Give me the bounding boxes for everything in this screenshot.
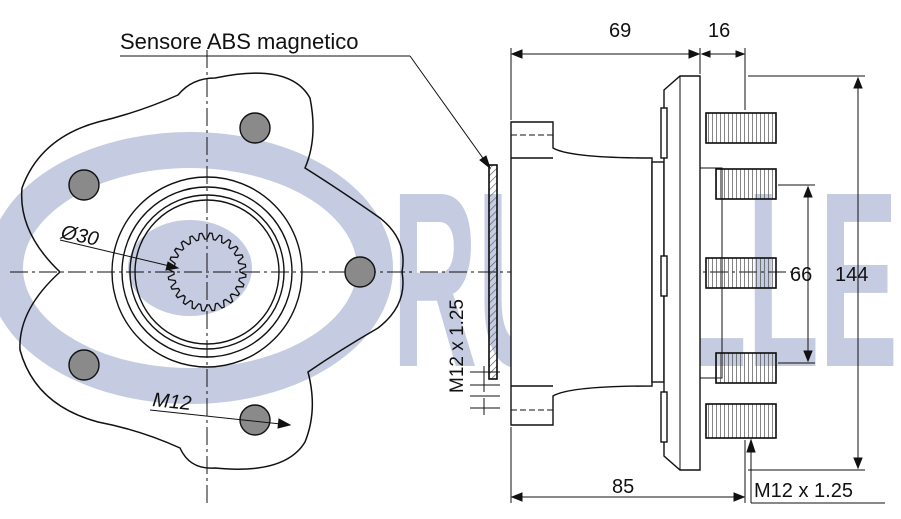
- bolt-hole: [239, 112, 271, 144]
- thread-bottom-label: M12 x 1.25: [754, 480, 853, 502]
- flange-side: [663, 75, 701, 471]
- flange-lug: [660, 255, 668, 297]
- hub-body: [510, 121, 653, 426]
- side-view: [420, 75, 800, 471]
- wheel-stud: [715, 352, 777, 384]
- diameter-label: Ø30: [58, 221, 101, 251]
- front-annotations: [59, 239, 292, 429]
- dim-66-label: 66: [790, 264, 812, 286]
- dim-69-label: 69: [609, 20, 631, 42]
- dim-16-label: 16: [708, 20, 730, 42]
- bolt-thread-arrow: [277, 418, 292, 429]
- bolt-hole: [68, 169, 100, 201]
- flange-outline: [19, 72, 404, 470]
- bolt-hole: [68, 349, 100, 381]
- bolt-thread-leader: [149, 409, 291, 426]
- hub-outer-ring: [111, 176, 303, 368]
- wheel-stud: [705, 112, 777, 144]
- hub-ring-3: [129, 194, 285, 350]
- wheel-studs: [705, 112, 777, 439]
- bolt-hole: [344, 256, 376, 288]
- wheel-stud: [715, 168, 777, 200]
- hub-ring-4: [134, 199, 280, 345]
- hub-ring-2: [121, 186, 293, 358]
- side-dimensions: [470, 48, 885, 504]
- thread-vertical-label: M12 x 1.25: [447, 299, 468, 393]
- abs-ring: [488, 164, 498, 380]
- wheel-stud: [705, 257, 777, 289]
- watermark-logo-center: [128, 220, 252, 316]
- bolt-holes: [68, 112, 376, 436]
- bolt-thread-label: M12: [151, 389, 192, 415]
- diameter-arrow: [165, 261, 180, 271]
- flange-lug: [660, 107, 668, 159]
- splined-bore: [167, 232, 247, 312]
- abs-sensor-leader: [120, 55, 492, 170]
- dim-144-label: 144: [835, 264, 868, 286]
- flange-lug: [660, 391, 668, 443]
- wheel-stud: [705, 403, 777, 439]
- dim-85-label: 85: [612, 476, 634, 498]
- abs-sensor-label: Sensore ABS magnetico: [120, 29, 358, 54]
- front-view: [10, 50, 415, 505]
- diameter-leader: [59, 239, 179, 269]
